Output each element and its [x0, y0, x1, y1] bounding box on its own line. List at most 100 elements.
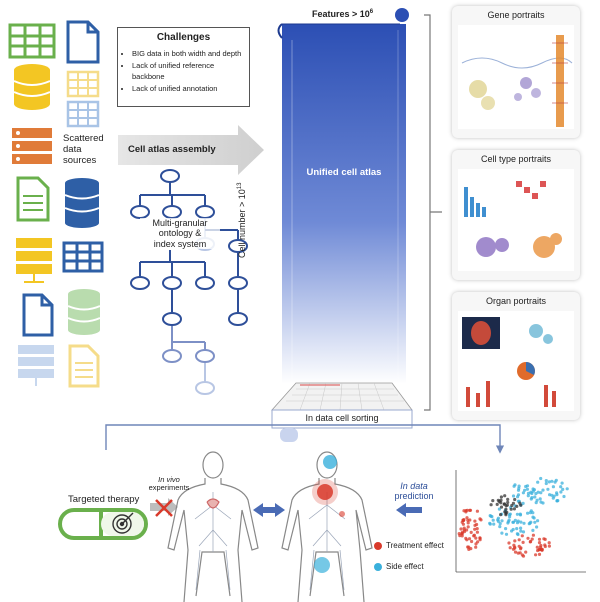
scatter-point: [529, 539, 533, 544]
scatter-point: [462, 509, 466, 513]
scatter-point: [516, 495, 520, 499]
scatter-point: [530, 537, 534, 541]
scatter-point: [541, 488, 545, 492]
scatter-point: [465, 528, 469, 532]
scatter-point: [550, 479, 554, 483]
gene-portrait-title: Gene portraits: [487, 10, 545, 20]
scatter-point: [499, 501, 503, 505]
ontology-label-line: Multi-granular: [152, 218, 208, 228]
scatter-point: [515, 532, 520, 536]
gene-portrait-thumbnail: [458, 25, 574, 129]
scatter-point: [462, 528, 466, 532]
treatment-legend-dot: [374, 542, 382, 550]
scatter-point: [512, 484, 516, 488]
database-icon: [67, 289, 101, 335]
scatter-point: [551, 485, 556, 489]
table-icon: [66, 70, 100, 98]
scatter-point: [498, 525, 502, 529]
scatter-point: [546, 487, 550, 491]
scatter-point: [544, 481, 548, 486]
scatter-point: [457, 532, 461, 536]
scatter-point: [553, 480, 557, 484]
scatter-point: [478, 538, 482, 542]
invivo-label-line: In vivo: [158, 475, 180, 484]
scatter-point: [534, 501, 538, 505]
scatter-point: [521, 501, 525, 505]
cell-atlas-scroll: [271, 8, 413, 442]
scatter-point: [475, 522, 479, 527]
scatter-point: [526, 536, 530, 540]
scatter-point: [500, 531, 504, 535]
scatter-point: [473, 527, 477, 531]
scatter-point: [559, 490, 563, 494]
treatment-effect-label: Treatment effect: [386, 541, 444, 550]
scatter-point: [521, 530, 526, 534]
scatter-point: [496, 498, 500, 502]
organ-portrait-card: Organ portraits: [452, 292, 580, 420]
scatter-point: [476, 540, 480, 544]
scatter-point: [466, 521, 470, 525]
scatter-point: [511, 527, 515, 532]
indata-label-line: prediction: [394, 490, 434, 501]
challenge-item: Lack of unified annotation: [132, 83, 244, 95]
scatter-point: [539, 500, 543, 504]
scatter-point: [467, 537, 472, 541]
scatter-point: [555, 491, 559, 495]
scatter-point: [499, 495, 503, 499]
scatter-point: [499, 513, 503, 517]
scatter-point: [499, 505, 504, 509]
scatter-point: [520, 553, 525, 557]
document-icon: [68, 344, 100, 388]
scatter-point: [525, 484, 530, 488]
scatter-point: [489, 503, 493, 507]
scatter-point: [474, 536, 478, 540]
scatter-point: [535, 545, 539, 549]
scatter-point: [467, 545, 471, 549]
scatter-point: [561, 487, 565, 491]
scatter-point: [517, 484, 521, 488]
scatter-point: [517, 538, 521, 542]
scatter-point: [537, 537, 542, 541]
challenge-item: BIG data in both width and depth: [132, 48, 244, 60]
document-icon: [66, 20, 100, 64]
scatter-point: [516, 519, 520, 523]
scatter-point: [519, 547, 523, 551]
scatter-point: [520, 534, 524, 538]
scatter-point: [518, 551, 522, 555]
scatter-point: [506, 520, 510, 524]
document-icon: [22, 293, 54, 337]
scatter-point: [524, 550, 528, 554]
scatter-point: [470, 539, 474, 544]
ontology-label-line: ontology &: [158, 228, 202, 239]
sources-label-line: sources: [63, 154, 97, 166]
side-effect-legend-dot: [374, 563, 382, 571]
scatter-point: [540, 547, 544, 552]
scatter-point: [460, 530, 464, 535]
scatter-point: [513, 550, 518, 554]
targeted-therapy-label: Targeted therapy: [68, 494, 140, 505]
invivo-label-line: experiments: [148, 483, 190, 493]
scatter-point: [548, 493, 552, 497]
portrait-bracket: [424, 14, 442, 411]
scatter-point: [529, 497, 533, 501]
scatter-point: [469, 530, 473, 535]
scatter-point: [512, 507, 517, 511]
scatter-point: [552, 494, 556, 498]
scatter-point: [555, 499, 559, 503]
scatter-point: [535, 525, 539, 529]
features-exponent: 6: [369, 9, 374, 15]
scatter-point: [519, 520, 523, 524]
connector-lines: [105, 424, 505, 454]
scatter-point: [526, 491, 531, 495]
features-label: Features > 106: [312, 9, 373, 19]
scatter-point: [502, 502, 507, 506]
scatter-point: [513, 539, 517, 543]
cellnumber-label-text: Cell number > 10: [237, 189, 247, 258]
ontology-label-line: index system: [153, 238, 207, 249]
atlas-title: Unified cell atlas: [306, 167, 382, 178]
scatter-point: [531, 515, 535, 519]
ontology-label: Multi-granular ontology & index system: [140, 218, 220, 250]
target-icon: [112, 512, 134, 534]
scatter-point: [513, 497, 517, 502]
